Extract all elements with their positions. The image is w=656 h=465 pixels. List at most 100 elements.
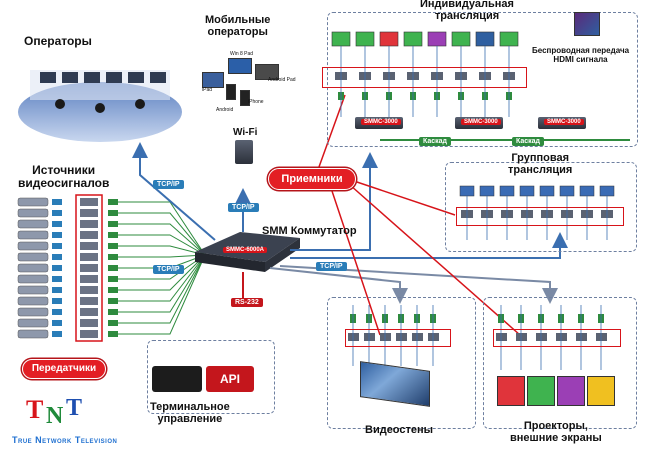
projector-screen-green — [527, 376, 555, 406]
logo-letter-n: N — [46, 403, 64, 429]
individual-receivers-frame — [322, 67, 527, 88]
smmc3000-label-1: SMMC-3000 — [361, 119, 401, 125]
transmitter-link-tag — [108, 199, 118, 205]
videowall-receiver — [380, 333, 391, 341]
transmitters-pill: Передатчики — [22, 359, 106, 379]
group-broadcast-box — [445, 162, 637, 252]
source-device — [17, 329, 49, 339]
source-device — [17, 197, 49, 207]
tcpip-sources-tag: TCP/IP — [153, 265, 184, 274]
projector-receiver — [536, 333, 547, 341]
cascade-tag-2: Каскад — [512, 137, 544, 146]
projectors-label: Проекторы, внешние экраны — [510, 420, 602, 445]
source-device — [17, 208, 49, 218]
videowall-box — [327, 297, 476, 429]
source-tag — [52, 298, 62, 304]
smmc3000-label-2: SMMC-3000 — [461, 119, 501, 125]
projector-receivers — [496, 305, 607, 370]
source-device — [17, 230, 49, 240]
mobile-devices: iPad Win 8 Pad Android Pad Android iPhon… — [200, 50, 300, 125]
projector-screen-purple — [557, 376, 585, 406]
transmitter-link-tag — [108, 221, 118, 227]
projector-receivers-frame — [493, 329, 621, 347]
android-label: Android — [216, 107, 234, 113]
projector-screen-red — [497, 376, 525, 406]
smm-switch-label: SMM Коммутатор — [262, 225, 357, 237]
transmitter-link-tag — [108, 232, 118, 238]
transmitter-link-tag — [108, 210, 118, 216]
transmitter-link-tag — [108, 298, 118, 304]
source-link-line — [118, 254, 206, 302]
transmitter-link-tag — [108, 265, 118, 271]
smmc3000-label-3: SMMC-3000 — [544, 119, 584, 125]
android-device — [226, 84, 236, 100]
source-tag — [52, 309, 62, 315]
transmitter-device — [80, 297, 98, 305]
videowall-receiver — [428, 333, 439, 341]
cascade-tag-1: Каскад — [419, 137, 451, 146]
source-device — [17, 274, 49, 284]
transmitter-device — [80, 209, 98, 217]
control-panel-device — [152, 366, 202, 392]
source-tag — [52, 331, 62, 337]
transmitter-device — [80, 198, 98, 206]
source-tag — [52, 221, 62, 227]
individual-broadcast-box — [327, 12, 638, 147]
transmitter-device — [80, 264, 98, 272]
source-tag — [52, 320, 62, 326]
source-tag — [52, 265, 62, 271]
source-link-line — [118, 254, 206, 258]
transmitter-link-tag — [108, 254, 118, 260]
source-device — [17, 241, 49, 251]
projector-box — [483, 297, 637, 429]
source-link-line — [118, 234, 206, 256]
individual-broadcast-label: Индивидуальная трансляция — [420, 0, 514, 23]
source-link-line — [118, 245, 206, 256]
videowall-receivers — [348, 305, 439, 366]
video-sources-label: Источники видеосигналов — [18, 163, 110, 191]
transmitter-link-tag — [108, 276, 118, 282]
receivers-pill: Приемники — [268, 168, 356, 190]
source-tag — [52, 232, 62, 238]
tnt-logo: T N T True Network Television — [12, 395, 152, 457]
ipad-label: iPad — [202, 87, 213, 93]
source-link-line — [118, 254, 206, 313]
source-device — [17, 307, 49, 317]
videowall-receiver — [364, 333, 375, 341]
source-device — [17, 263, 49, 273]
source-device — [17, 219, 49, 229]
androidpad-label: Android Pad — [268, 77, 296, 83]
logo-letter-t1: T — [26, 395, 44, 424]
transmitter-device — [80, 275, 98, 283]
projector-screens — [497, 370, 617, 406]
transmitter-link-tag — [108, 287, 118, 293]
group-receivers-frame — [456, 207, 624, 226]
transmitter-link-tag — [108, 243, 118, 249]
videowall-receiver — [396, 333, 407, 341]
transmitter-device — [80, 319, 98, 327]
source-link-line — [118, 254, 206, 335]
source-tag — [52, 210, 62, 216]
source-link-line — [118, 254, 206, 291]
transmitter-device — [80, 253, 98, 261]
wifi-router — [235, 140, 253, 164]
terminal-control-box — [147, 340, 275, 414]
source-link-line — [118, 212, 206, 256]
tcpip-wifi-tag: TCP/IP — [228, 203, 259, 212]
transmitter-device — [80, 308, 98, 316]
group-broadcast-label: Групповая трансляция — [508, 152, 573, 177]
source-tag — [52, 287, 62, 293]
source-tag — [52, 254, 62, 260]
transmitter-device — [80, 286, 98, 294]
logo-subtitle: True Network Television — [12, 435, 118, 445]
source-link-line — [118, 254, 206, 280]
group-screens — [459, 185, 615, 240]
source-tag — [52, 199, 62, 205]
transmitter-device — [80, 231, 98, 239]
iphone-device — [240, 90, 250, 106]
tcpip-outputs-tag: TCP/IP — [316, 262, 347, 271]
rs232-tag: RS-232 — [231, 298, 263, 307]
winpad-label: Win 8 Pad — [230, 51, 254, 57]
transmitter-device — [80, 220, 98, 228]
